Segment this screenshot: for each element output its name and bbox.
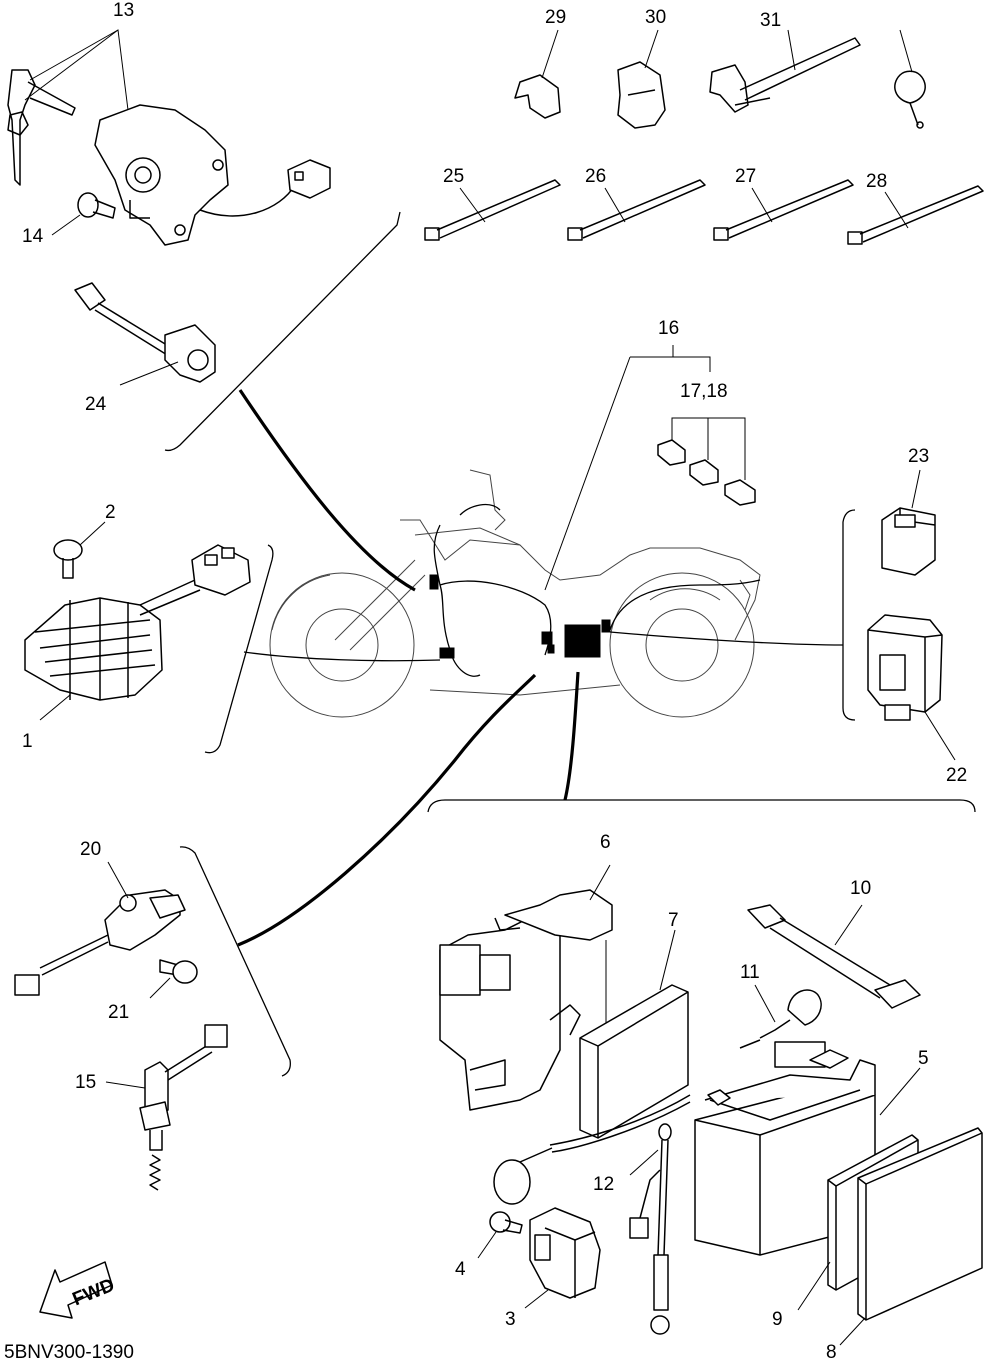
callout-8: 8 [826, 1342, 837, 1362]
part-12-minus-lead[interactable] [629, 1123, 672, 1335]
motorcycle-outline [269, 469, 761, 718]
part-30-band-clamp[interactable] [709, 29, 861, 113]
callout-14: 14 [22, 226, 44, 247]
callout-6: 6 [600, 832, 611, 853]
part-20-screw[interactable] [149, 959, 198, 999]
callout-26: 27 [735, 166, 756, 187]
callout-23: 24 [85, 394, 107, 415]
callout-28: 29 [545, 7, 566, 28]
part-15-neutral-switch[interactable] [105, 1024, 228, 1191]
callout-7: 7 [668, 910, 679, 931]
callout-24: 25 [443, 166, 464, 187]
callout-2: 2 [105, 502, 116, 523]
callout-10: 10 [850, 878, 871, 899]
part-6-battery-bracket[interactable] [439, 864, 613, 1111]
part-31-wire-clip[interactable] [894, 29, 926, 129]
callout-29: 30 [645, 7, 666, 28]
part-7-pad[interactable] [579, 929, 689, 1139]
part-27-cable-tie[interactable] [847, 185, 984, 245]
part-13-main-switch[interactable] [7, 29, 331, 246]
callout-11: 11 [740, 962, 760, 983]
callout-25: 26 [585, 166, 606, 187]
callout-16: 16 [658, 318, 679, 339]
part-8-pad[interactable] [839, 1127, 983, 1346]
callout-17-18: 17,18 [680, 381, 728, 402]
part-25-cable-tie[interactable] [567, 179, 706, 241]
part-10-battery-band[interactable] [747, 904, 921, 1009]
part-4-bolt[interactable] [477, 1211, 523, 1259]
callout-1: 1 [22, 731, 33, 752]
part-11-battery-cable[interactable] [493, 984, 822, 1205]
part-21-flasher-relay[interactable] [867, 614, 956, 761]
callout-labels: 13 14 24 29 30 31 25 26 27 28 16 17,18 2… [22, 0, 967, 1363]
callout-27: 28 [866, 171, 887, 192]
part-22-relay[interactable] [881, 469, 936, 576]
part-28-clamp[interactable] [514, 29, 561, 119]
part-26-cable-tie[interactable] [713, 179, 854, 241]
fwd-arrow-icon: FWD [39, 1261, 118, 1319]
callout-19: 20 [80, 839, 101, 860]
group-brackets [164, 211, 976, 1077]
callout-3: 3 [505, 1309, 516, 1330]
diagram-code: 5BNV300-1390 [4, 1342, 134, 1362]
part-23-sensor[interactable] [74, 282, 216, 386]
callout-9: 9 [772, 1309, 783, 1330]
part-17-18-fuses[interactable] [657, 417, 756, 506]
callout-4: 4 [455, 1259, 466, 1280]
callout-20: 21 [108, 1002, 129, 1023]
callout-22: 23 [908, 446, 929, 467]
part-19-sidestand-switch[interactable] [14, 861, 186, 996]
part-14-bolt[interactable] [51, 192, 116, 236]
callout-13: 13 [113, 0, 134, 21]
part-24-cable-tie[interactable] [424, 179, 561, 241]
callout-30: 31 [760, 10, 781, 31]
callout-5: 5 [918, 1048, 929, 1069]
callout-12: 12 [593, 1174, 614, 1195]
part-29-clamp[interactable] [617, 29, 666, 129]
callout-15: 15 [75, 1072, 96, 1093]
part-3-starter-relay[interactable] [524, 1207, 601, 1309]
part-2-bolt[interactable] [53, 521, 106, 579]
callout-21: 22 [946, 765, 967, 786]
part-1-rectifier-regulator[interactable] [24, 544, 251, 721]
